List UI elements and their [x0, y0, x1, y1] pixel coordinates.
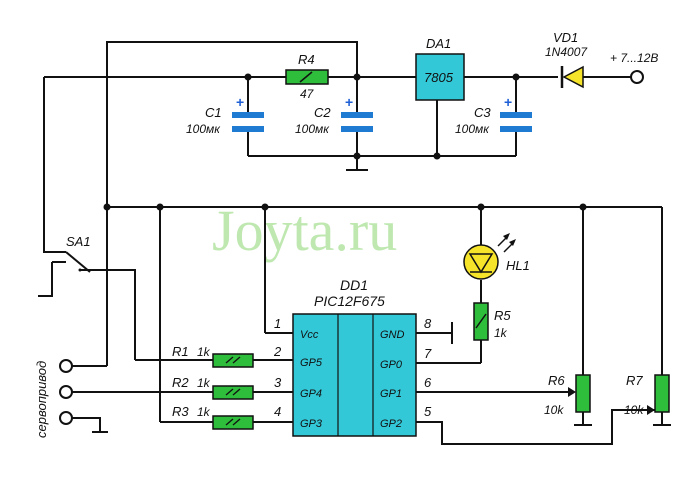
- r1-value: 1k: [197, 345, 211, 359]
- diode-ref: VD1: [553, 30, 578, 45]
- resistor-r2: [212, 385, 254, 400]
- diode-vd1: [560, 65, 584, 89]
- c1-plus: +: [236, 94, 244, 110]
- potentiometer-r6: [568, 374, 591, 413]
- mcu-part: PIC12F675: [314, 293, 385, 309]
- junctions: [103, 73, 587, 211]
- pin-6-name: GP1: [380, 388, 402, 400]
- resistor-r1: [212, 353, 254, 368]
- regulator-part: 7805: [424, 70, 454, 85]
- r7-value: 10k: [624, 403, 644, 417]
- regulator-ref: DA1: [426, 36, 451, 51]
- r2-value: 1k: [197, 376, 211, 390]
- pin-2-num: 2: [273, 344, 282, 359]
- potentiometer-r7: [647, 374, 670, 415]
- watermark: Joyta.ru: [212, 198, 397, 263]
- r1-ref: R1: [172, 344, 189, 359]
- pin-1-name: Vcc: [300, 329, 319, 341]
- pin-3-name: GP4: [300, 388, 322, 400]
- capacitor-c3: [500, 112, 532, 132]
- c2-plus: +: [345, 94, 353, 110]
- r6-value: 10k: [544, 403, 564, 417]
- pin-7-name: GP0: [380, 359, 403, 371]
- led-ref: HL1: [506, 258, 530, 273]
- mcu-ref: DD1: [340, 277, 368, 293]
- c3-ref: C3: [474, 105, 491, 120]
- servo-pin-2: [59, 385, 73, 399]
- servo-pin-1: [59, 359, 73, 373]
- mcu-dd1: [292, 313, 417, 437]
- pin-8-name: GND: [380, 329, 405, 341]
- pin-7-num: 7: [424, 346, 432, 361]
- c2-value: 100мк: [295, 122, 330, 136]
- pin-1-num: 1: [274, 316, 281, 331]
- resistor-r3: [212, 415, 254, 430]
- capacitor-c1: [232, 112, 264, 132]
- wires: [38, 41, 671, 445]
- supply-terminal: [630, 70, 644, 84]
- switch-contact: [78, 268, 82, 272]
- regulator-da1: [415, 53, 465, 101]
- pin-5-num: 5: [424, 404, 432, 419]
- r3-value: 1k: [197, 405, 211, 419]
- r6-ref: R6: [548, 373, 565, 388]
- c3-value: 100мк: [455, 122, 490, 136]
- c1-ref: C1: [205, 105, 222, 120]
- capacitor-c2: [341, 112, 373, 132]
- c3-plus: +: [504, 94, 512, 110]
- r5-ref: R5: [494, 308, 511, 323]
- c2-ref: C2: [314, 105, 331, 120]
- r7-ref: R7: [626, 373, 643, 388]
- r5-value: 1k: [494, 326, 508, 340]
- led-hl1: [463, 233, 516, 280]
- r4-value: 47: [300, 87, 315, 101]
- pin-4-name: GP3: [300, 418, 323, 430]
- supply-label: + 7...12В: [610, 51, 658, 65]
- resistor-r4: [285, 69, 329, 85]
- r3-ref: R3: [172, 404, 189, 419]
- r4-ref: R4: [298, 52, 315, 67]
- pin-6-num: 6: [424, 375, 432, 390]
- pin-2-name: GP5: [300, 357, 323, 369]
- diode-part: 1N4007: [545, 45, 588, 59]
- resistor-r5: [473, 302, 489, 341]
- pin-3-num: 3: [274, 375, 282, 390]
- c1-value: 100мк: [186, 122, 221, 136]
- pin-4-num: 4: [274, 404, 281, 419]
- switch-ref: SA1: [66, 234, 91, 249]
- servo-pin-3: [59, 411, 73, 425]
- pin-8-num: 8: [424, 316, 432, 331]
- servo-label: сервопривод: [34, 361, 49, 438]
- pin-5-name: GP2: [380, 418, 402, 430]
- r2-ref: R2: [172, 375, 189, 390]
